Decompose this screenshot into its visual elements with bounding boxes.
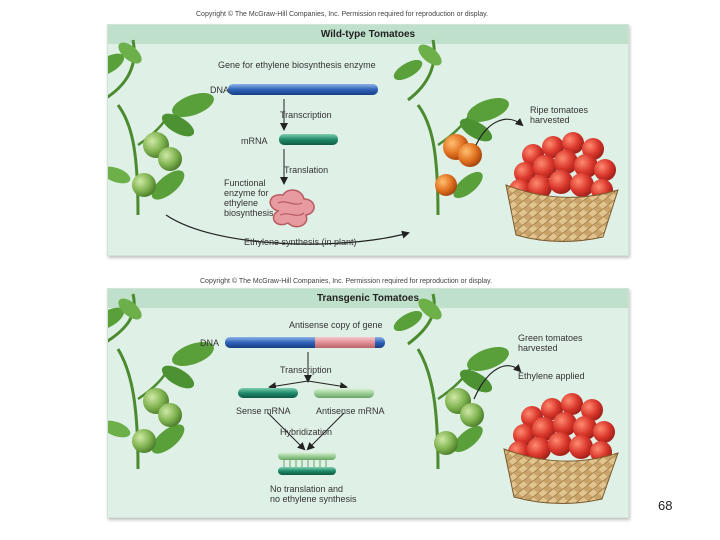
result-label-line-2: no ethylene synthesis bbox=[270, 494, 357, 504]
left-tomato-plant-icon bbox=[108, 293, 214, 470]
copyright-notice-top: Copyright © The McGraw-Hill Companies, I… bbox=[196, 11, 489, 18]
enzyme-label-line-1: Functional bbox=[224, 178, 266, 188]
hybridized-mrna-duplex bbox=[278, 452, 336, 475]
right-tomato-plant-icon bbox=[393, 39, 509, 216]
transcription-label: Transcription bbox=[280, 110, 332, 120]
wildtype-panel-title: Wild-type Tomatoes bbox=[108, 25, 628, 44]
antisense-gene-label: Antisense copy of gene bbox=[289, 320, 383, 330]
green-harvest-label-line-2: harvested bbox=[518, 343, 558, 353]
enzyme-protein-icon bbox=[269, 189, 315, 228]
page-number: 68 bbox=[658, 498, 673, 513]
mrna-label: mRNA bbox=[241, 136, 268, 146]
ripe-harvest-label-line-1: Ripe tomatoes bbox=[530, 105, 589, 115]
sense-branch-arrow bbox=[268, 380, 309, 391]
enzyme-label-line-2: enzyme for bbox=[224, 188, 269, 198]
green-tomato-icon bbox=[434, 431, 458, 455]
wildtype-panel: Wild-type Tomatoes bbox=[107, 24, 629, 256]
copyright-notice-bottom: Copyright © The McGraw-Hill Companies, I… bbox=[200, 278, 493, 285]
red-tomato-basket-icon bbox=[505, 132, 619, 242]
antisense-gene-segment bbox=[315, 337, 375, 348]
green-tomato-icon bbox=[158, 403, 182, 427]
enzyme-label-line-4: biosynthesis bbox=[224, 208, 274, 218]
dna-label: DNA bbox=[210, 85, 230, 95]
green-tomato-icon bbox=[158, 147, 182, 171]
harvest-arrow bbox=[475, 118, 524, 146]
left-tomato-plant-icon bbox=[108, 39, 214, 216]
ethylene-synthesis-label: Ethylene synthesis (in plant) bbox=[244, 237, 357, 247]
wildtype-illustration bbox=[108, 39, 619, 245]
translation-label: Translation bbox=[284, 165, 329, 175]
green-tomato-icon bbox=[460, 403, 484, 427]
transgenic-illustration bbox=[108, 293, 619, 504]
hybridization-arrow-right bbox=[306, 412, 345, 451]
ripening-tomato-icon bbox=[435, 174, 457, 196]
hybridization-arrow-left bbox=[267, 412, 306, 451]
ripe-harvest-label-line-2: harvested bbox=[530, 115, 570, 125]
ethylene-applied-label: Ethylene applied bbox=[518, 371, 585, 381]
antisense-mrna-bar bbox=[314, 388, 374, 398]
red-tomato-basket-icon bbox=[503, 393, 619, 504]
harvest-arrow bbox=[473, 363, 522, 400]
green-tomato-icon bbox=[132, 429, 156, 453]
antisense-branch-arrow bbox=[307, 380, 348, 391]
antisense-mrna-label: Antisense mRNA bbox=[316, 406, 385, 416]
transgenic-panel-title: Transgenic Tomatoes bbox=[108, 289, 628, 308]
wildtype-dna-bar bbox=[228, 84, 378, 95]
right-tomato-plant-icon bbox=[393, 293, 509, 470]
ripening-tomato-icon bbox=[458, 143, 482, 167]
ethylene-synthesis-arrow bbox=[165, 214, 410, 245]
sense-mrna-label: Sense mRNA bbox=[236, 406, 291, 416]
green-harvest-label-line-1: Green tomatoes bbox=[518, 333, 583, 343]
wildtype-mrna-bar bbox=[279, 134, 338, 145]
dna-label: DNA bbox=[200, 338, 220, 348]
result-label-line-1: No translation and bbox=[270, 484, 344, 494]
sense-mrna-bar bbox=[238, 388, 298, 398]
green-tomato-icon bbox=[132, 173, 156, 197]
transcription-label: Transcription bbox=[280, 365, 332, 375]
gene-label: Gene for ethylene biosynthesis enzyme bbox=[218, 60, 376, 70]
transgenic-panel: Transgenic Tomatoes bbox=[107, 288, 629, 518]
enzyme-label-line-3: ethylene bbox=[224, 198, 259, 208]
hybridization-label: Hybridization bbox=[280, 427, 333, 437]
